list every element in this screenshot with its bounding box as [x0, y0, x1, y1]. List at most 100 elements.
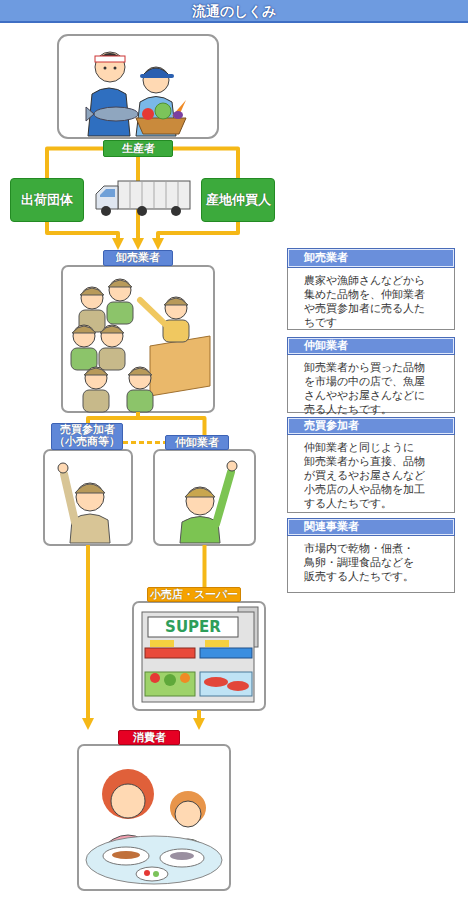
awning — [200, 648, 252, 658]
cabbage — [155, 103, 171, 119]
person-head — [165, 297, 187, 319]
flow-arrow — [203, 545, 207, 587]
fish-dish — [170, 852, 194, 860]
hand — [58, 463, 68, 473]
eye — [114, 67, 117, 70]
person-cap — [108, 280, 132, 287]
truck-window — [100, 189, 115, 197]
mother-face — [111, 784, 145, 818]
cap-brim — [140, 74, 174, 78]
intermediate-wholesaler-node: 仲卸業者 — [154, 435, 255, 545]
fisher-head — [95, 52, 125, 82]
wheel — [137, 206, 147, 216]
tomato — [142, 108, 154, 120]
tomato — [150, 673, 160, 683]
store-building — [142, 612, 254, 702]
person-body — [71, 348, 97, 370]
dashed-link — [123, 441, 165, 444]
info-heading: 売買参加者 — [287, 417, 455, 435]
broker-head — [186, 487, 214, 515]
flow-arrow — [88, 412, 138, 423]
info-description: 仲卸業者と同じように 卸売業者から直接、品物 が買えるやお屋さんなど 小売店の人… — [287, 435, 455, 513]
flow-arrow — [138, 412, 205, 435]
shop-sign — [205, 640, 229, 647]
broker-cap — [185, 488, 215, 497]
carrot — [172, 100, 186, 118]
node-label: 小売店・スーパー — [147, 587, 241, 602]
person-head — [101, 325, 123, 347]
person-body — [83, 390, 109, 412]
shipper-box: 出荷団体 — [10, 178, 84, 222]
food — [144, 870, 150, 876]
info-heading: 関連事業者 — [287, 518, 455, 536]
food — [153, 871, 159, 877]
flow-arrow — [47, 149, 103, 179]
flow-arrow — [47, 222, 118, 240]
wheel — [101, 206, 111, 216]
wheel — [171, 206, 181, 216]
illustration-frame — [44, 450, 132, 545]
child-face — [175, 801, 201, 827]
cargo-ribs — [130, 182, 178, 208]
info-description: 卸売業者から買った品物 を市場の中の店で、魚屋 さんややお屋さんなどに 売る人た… — [287, 355, 455, 413]
basket — [136, 118, 186, 134]
info-description: 農家や漁師さんなどから 集めた品物を、仲卸業者 や売買参加者に売る人た ちです — [287, 268, 455, 330]
fish-counter — [200, 672, 252, 696]
info-box: 売買参加者仲卸業者と同じように 卸売業者から直接、品物 が買えるやお屋さんなど … — [287, 417, 455, 513]
person-cap — [164, 298, 188, 305]
flow-arrow — [173, 149, 238, 179]
wholesaler-node: 卸売業者 — [62, 250, 214, 412]
buyer-cap — [75, 484, 105, 493]
info-heading: 仲卸業者 — [287, 337, 455, 355]
mother-hair — [102, 769, 154, 819]
illustration-frame — [78, 745, 230, 890]
consumer-node: 消費者 — [78, 730, 230, 890]
person-cap — [72, 326, 96, 333]
fish — [94, 107, 138, 121]
box-label: 産地仲買人 — [206, 191, 271, 209]
vegetable-counter — [145, 672, 195, 696]
eye — [104, 67, 107, 70]
flow-arrow — [158, 222, 238, 240]
page-title: 流通のしくみ — [0, 0, 468, 22]
trade-participant-node: 売買参加者 （小売商等） — [44, 423, 132, 545]
box-label: 出荷団体 — [21, 191, 73, 209]
person-head — [81, 287, 103, 309]
eggplant — [173, 111, 183, 119]
retailer-node: 小売店・スーパー — [133, 587, 265, 710]
bowl — [136, 867, 168, 881]
local-broker-box: 産地仲買人 — [201, 178, 275, 222]
illustration-frame — [133, 602, 265, 710]
info-box: 関連事業者市場内で乾物・佃煮・ 鳥卵・調理食品などを 販売する人たちです。 — [287, 518, 455, 593]
store-sign — [148, 617, 238, 637]
title-band — [0, 0, 468, 22]
fish — [204, 677, 228, 687]
plate — [160, 849, 204, 867]
plate — [103, 847, 149, 865]
info-description: 市場内で乾物・佃煮・ 鳥卵・調理食品などを 販売する人たちです。 — [287, 536, 455, 593]
info-heading: 卸売業者 — [287, 248, 455, 268]
node-label: 生産者 — [103, 140, 173, 157]
raised-arm — [64, 474, 75, 522]
node-label: 卸売業者 — [103, 250, 173, 266]
person-cap — [100, 326, 124, 333]
person-cap — [80, 288, 104, 295]
farmer-head — [143, 67, 169, 93]
title-rule — [0, 21, 468, 23]
shop-sign — [150, 640, 174, 647]
person-head — [85, 367, 107, 389]
raised-arm — [216, 472, 231, 524]
truck-cab — [96, 186, 118, 209]
fish — [227, 681, 249, 691]
fisher-hair — [95, 53, 125, 62]
store-sign-text: SUPER — [148, 617, 238, 637]
pointing-arm — [140, 300, 166, 325]
desk — [150, 336, 210, 396]
node-label: 消費者 — [118, 730, 180, 745]
person-head — [129, 367, 151, 389]
buyer-head — [76, 483, 104, 511]
